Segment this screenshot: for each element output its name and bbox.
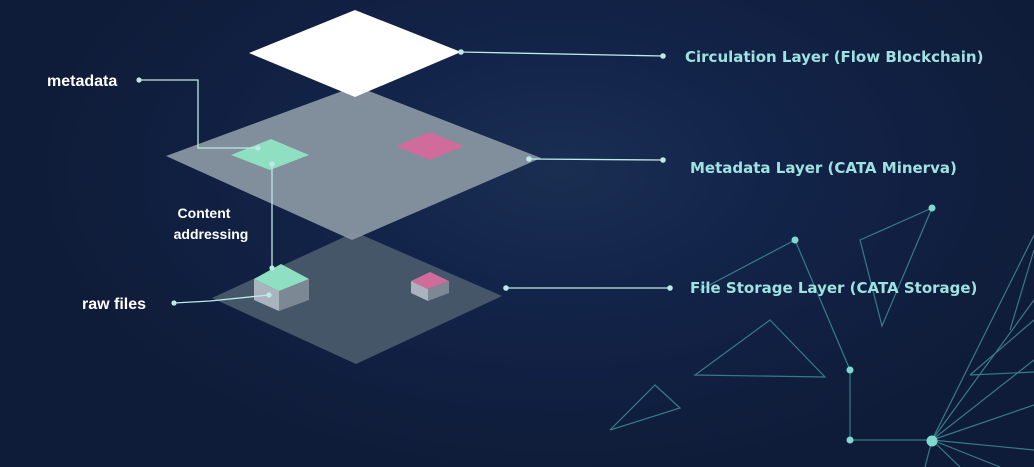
- circulation-connector: [460, 51, 664, 57]
- network-triangle: [859, 206, 934, 328]
- cube-top-face: [411, 272, 449, 289]
- network-triangle: [693, 319, 827, 378]
- network-line: [969, 371, 1034, 376]
- network-node: [791, 236, 799, 244]
- network-line: [699, 239, 796, 291]
- connector-dots: [136, 49, 673, 306]
- cube-right-face: [279, 279, 309, 311]
- network-line: [931, 234, 1034, 441]
- raw-files-connector: [173, 294, 270, 304]
- network-node: [846, 436, 854, 444]
- network-node: [928, 204, 936, 212]
- network-line: [931, 439, 1034, 451]
- cube-right-face: [428, 281, 449, 301]
- connector-dot: [660, 157, 666, 163]
- network-node: [846, 366, 854, 374]
- network-line: [969, 319, 1034, 376]
- circulation-plane: [249, 10, 461, 97]
- connector-dot: [269, 161, 275, 167]
- connector-dot: [255, 145, 261, 151]
- cube-top-face: [254, 264, 309, 291]
- network-triangle: [609, 384, 682, 431]
- connector-dot: [458, 49, 464, 55]
- network-path: [794, 239, 932, 441]
- network-line: [931, 439, 961, 467]
- metadata-label: metadata: [47, 73, 117, 90]
- metadata-plane: [166, 86, 541, 240]
- circulation-layer-label: Circulation Layer (Flow Blockchain): [685, 48, 983, 66]
- connector-dot: [660, 53, 666, 59]
- file-storage-layer-label: File Storage Layer (CATA Storage): [690, 279, 977, 297]
- metadata-tile-pink: [396, 132, 464, 160]
- raw-files-label: raw files: [82, 296, 146, 313]
- connector-dot: [503, 285, 509, 291]
- connector-dot: [266, 292, 272, 298]
- content-addressing-label-line1: Content: [178, 205, 231, 221]
- network-line: [931, 359, 1034, 441]
- raw-file-block-pink: [411, 272, 449, 301]
- connector-dot: [526, 156, 532, 162]
- content-addressing-label-line2: addressing: [174, 226, 249, 242]
- network-line: [931, 439, 1001, 467]
- connector-dot: [171, 300, 177, 306]
- connector-dot: [667, 285, 673, 291]
- network-nodes: [791, 204, 938, 447]
- metadata-layer-connector: [528, 158, 664, 161]
- network-hub-node: [926, 435, 938, 447]
- metadata-layer-label: Metadata Layer (CATA Minerva): [690, 159, 957, 177]
- network-decoration: [609, 206, 1034, 467]
- metadata-connector: [139, 79, 258, 149]
- network-line: [931, 299, 1034, 441]
- connector-dot: [269, 265, 275, 271]
- connector-dot: [136, 77, 142, 83]
- connectors: [139, 51, 670, 304]
- file-storage-plane: [212, 232, 502, 364]
- cube-left-face: [411, 281, 428, 301]
- metadata-tile-teal: [231, 139, 309, 170]
- network-line: [1009, 249, 1034, 331]
- network-line: [931, 404, 1034, 441]
